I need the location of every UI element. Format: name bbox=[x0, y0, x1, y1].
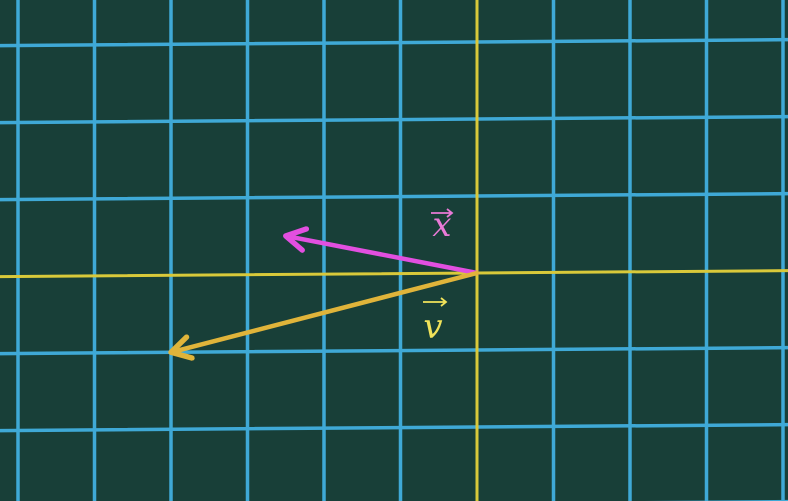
grid-line-horizontal bbox=[0, 191, 788, 202]
grid-line-horizontal bbox=[0, 422, 788, 433]
vector-x bbox=[283, 226, 480, 276]
grid-line-horizontal bbox=[0, 37, 788, 48]
x-axis bbox=[0, 269, 788, 279]
label-v: v bbox=[423, 297, 448, 347]
label-v-text: v bbox=[423, 307, 442, 347]
label-v-arrow bbox=[423, 297, 448, 307]
label-x: x bbox=[431, 205, 454, 245]
grid-line-horizontal bbox=[0, 345, 788, 356]
label-x-arrow bbox=[431, 208, 454, 218]
vectors bbox=[168, 226, 480, 361]
label-x-text: x bbox=[432, 205, 451, 245]
vector-v bbox=[168, 270, 480, 361]
grid-line-horizontal bbox=[0, 114, 788, 125]
